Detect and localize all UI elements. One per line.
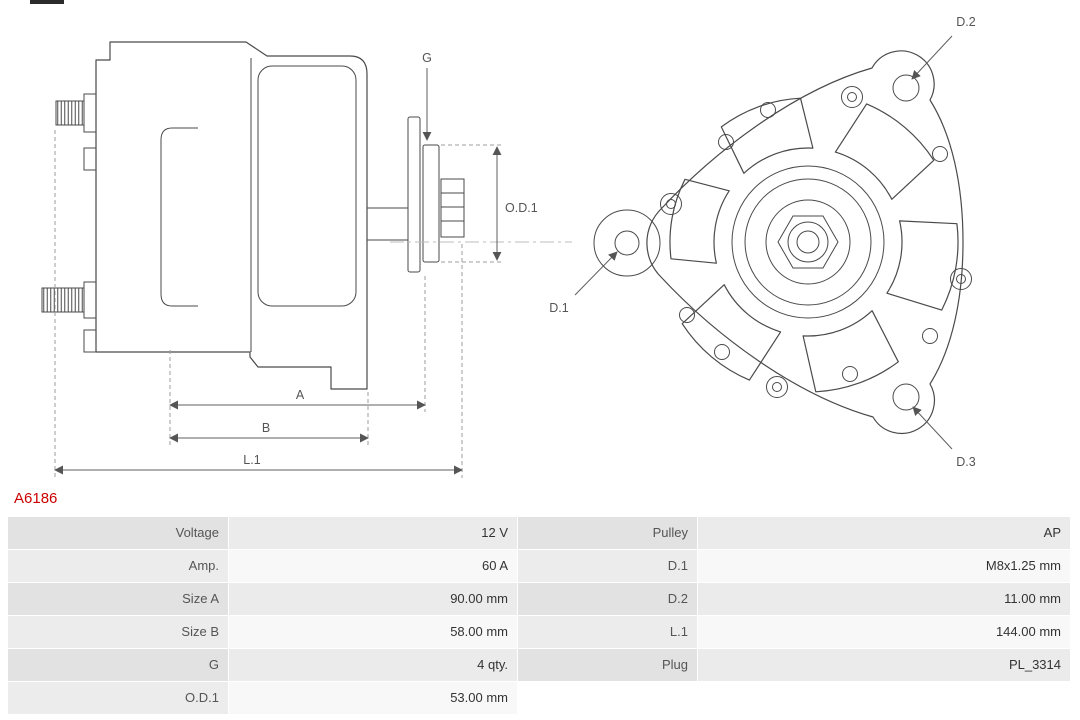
spec-row: Voltage 12 V Pulley AP — [8, 517, 1070, 549]
spec-value-cell: 53.00 mm — [229, 682, 517, 714]
front-housing-outline — [646, 50, 964, 434]
hole-d3 — [892, 383, 920, 411]
front-view-drawing: D.2 D.1 D.3 — [549, 15, 976, 469]
spec-value-cell: M8x1.25 mm — [698, 550, 1070, 582]
spec-value-cell: 60 A — [229, 550, 517, 582]
spec-label-cell: Size B — [8, 616, 228, 648]
spec-value-cell-empty — [698, 682, 1070, 714]
dim-label-b: B — [262, 421, 270, 435]
spec-row: Size A 90.00 mm D.2 11.00 mm — [8, 583, 1070, 615]
spec-row: G 4 qty. Plug PL_3314 — [8, 649, 1070, 681]
pulley-assembly — [407, 116, 465, 273]
side-view-drawing: G O.D.1 A B L.1 — [41, 41, 572, 478]
spec-value-cell: PL_3314 — [698, 649, 1070, 681]
spec-table: Voltage 12 V Pulley AP Amp. 60 A D.1 M8x… — [8, 517, 1070, 715]
part-number-link[interactable]: A6186 — [14, 490, 58, 507]
dim-label-d1: D.1 — [549, 301, 569, 315]
spec-value-cell: 12 V — [229, 517, 517, 549]
alternator-body-outline — [95, 41, 368, 390]
shaft-nut-hex — [777, 215, 839, 269]
through-bolt-bottom — [41, 287, 85, 313]
spec-value-cell: 4 qty. — [229, 649, 517, 681]
mounting-bolts — [41, 93, 97, 353]
front-housing-inner — [257, 65, 357, 307]
spec-label-cell-empty — [518, 682, 697, 714]
dim-label-d3: D.3 — [956, 455, 976, 469]
spec-label-cell: G — [8, 649, 228, 681]
dim-label-a: A — [296, 388, 305, 402]
spec-value-cell: 144.00 mm — [698, 616, 1070, 648]
spec-label-cell: D.2 — [518, 583, 697, 615]
pulley-front-face — [731, 165, 885, 319]
dim-leader-d1 — [574, 251, 618, 296]
spec-label-cell: Size A — [8, 583, 228, 615]
spec-value-cell: AP — [698, 517, 1070, 549]
spec-value-cell: 90.00 mm — [229, 583, 517, 615]
page-edge-artifact — [30, 0, 64, 4]
hole-d2 — [892, 74, 920, 102]
mounting-boss-d1 — [593, 209, 661, 277]
rotor-profile — [160, 127, 198, 307]
spec-label-cell: D.1 — [518, 550, 697, 582]
bolt-holes — [679, 102, 948, 382]
through-bolt-top — [55, 100, 85, 126]
spec-label-cell: Amp. — [8, 550, 228, 582]
dim-label-l1: L.1 — [243, 453, 260, 467]
spec-label-cell: Plug — [518, 649, 697, 681]
spec-row: Size B 58.00 mm L.1 144.00 mm — [8, 616, 1070, 648]
dim-label-d2: D.2 — [956, 15, 976, 29]
dim-label-g: G — [422, 51, 432, 65]
spec-label-cell: Pulley — [518, 517, 697, 549]
dim-leader-d3 — [912, 406, 953, 450]
rivets — [660, 86, 972, 398]
spec-row: O.D.1 53.00 mm — [8, 682, 1070, 714]
spec-value-cell: 11.00 mm — [698, 583, 1070, 615]
spec-label-cell: O.D.1 — [8, 682, 228, 714]
spec-row: Amp. 60 A D.1 M8x1.25 mm — [8, 550, 1070, 582]
spec-label-cell: L.1 — [518, 616, 697, 648]
spec-label-cell: Voltage — [8, 517, 228, 549]
dim-leader-d2 — [911, 35, 953, 80]
vent-cutouts — [669, 97, 959, 393]
spec-value-cell: 58.00 mm — [229, 616, 517, 648]
technical-drawing: G O.D.1 A B L.1 — [41, 15, 976, 478]
dim-label-od1: O.D.1 — [505, 201, 538, 215]
